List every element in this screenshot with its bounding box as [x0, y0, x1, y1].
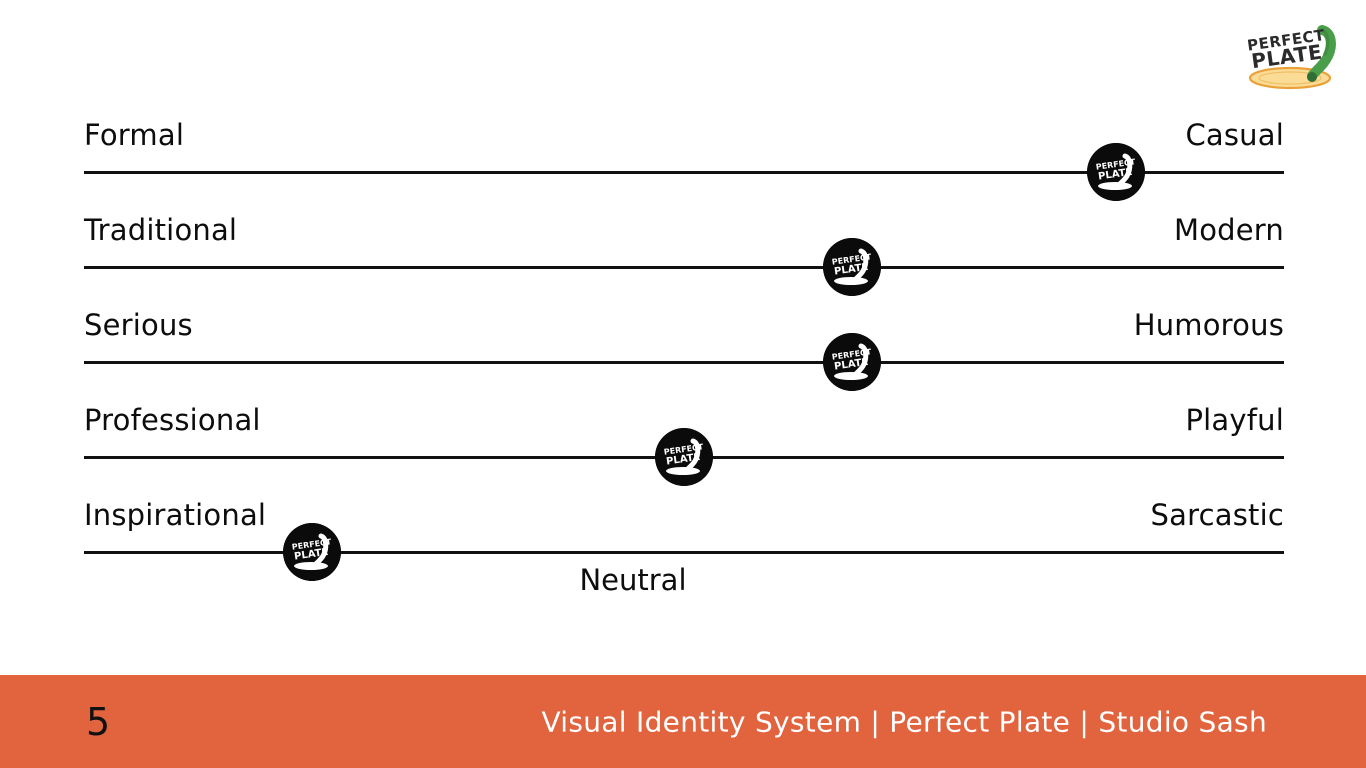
svg-text:PLATE: PLATE	[666, 452, 702, 468]
perfect-plate-badge-icon: PERFECT PLATE	[283, 523, 341, 581]
slider-label-left-traditional: Traditional	[84, 213, 238, 247]
perfect-plate-badge-icon: PERFECT PLATE	[655, 428, 713, 486]
perfect-plate-logo-icon: PERFECT PLATE	[1246, 25, 1336, 90]
tone-slider-stack: Formal Casual PERFECT PLATE Traditional	[84, 104, 1284, 581]
slider-labels-formal-casual: Formal Casual	[84, 104, 1284, 150]
slider-row-traditional-modern: Traditional Modern PERFECT PLATE	[84, 199, 1284, 296]
slider-label-left-serious: Serious	[84, 308, 193, 342]
slider-track-wrap-formal-casual[interactable]: PERFECT PLATE	[84, 143, 1284, 201]
slider-label-right-humorous: Humorous	[1133, 308, 1284, 342]
slider-label-right-sarcastic: Sarcastic	[1150, 498, 1284, 532]
slider-track-wrap-serious-humorous[interactable]: PERFECT PLATE	[84, 333, 1284, 391]
slider-row-inspirational-sarcastic: Inspirational Sarcastic PERFECT PLATE	[84, 484, 1284, 581]
slider-track-formal-casual	[84, 171, 1284, 174]
slider-label-left-formal: Formal	[84, 118, 185, 152]
neutral-caption: Neutral	[0, 563, 1366, 597]
slider-track-traditional-modern	[84, 266, 1284, 269]
slider-label-right-modern: Modern	[1173, 213, 1284, 247]
slider-handle-traditional-modern[interactable]: PERFECT PLATE	[823, 238, 881, 296]
slider-handle-professional-playful[interactable]: PERFECT PLATE	[655, 428, 713, 486]
slider-label-right-playful: Playful	[1185, 403, 1284, 437]
slider-track-inspirational-sarcastic	[84, 551, 1284, 554]
slider-label-right-casual: Casual	[1185, 118, 1284, 152]
perfect-plate-badge-icon: PERFECT PLATE	[823, 238, 881, 296]
neutral-caption-text: Neutral	[579, 563, 687, 597]
brand-logo: PERFECT PLATE	[1236, 16, 1346, 94]
footer-caption: Visual Identity System | Perfect Plate |…	[541, 705, 1267, 738]
slider-labels-professional-playful: Professional Playful	[84, 389, 1284, 435]
slider-labels-inspirational-sarcastic: Inspirational Sarcastic	[84, 484, 1284, 530]
slider-track-wrap-professional-playful[interactable]: PERFECT PLATE	[84, 428, 1284, 486]
perfect-plate-badge-icon: PERFECT PLATE	[823, 333, 881, 391]
slider-labels-traditional-modern: Traditional Modern	[84, 199, 1284, 245]
footer-bar: 5 Visual Identity System | Perfect Plate…	[0, 675, 1366, 768]
slider-handle-inspirational-sarcastic[interactable]: PERFECT PLATE	[283, 523, 341, 581]
slider-label-left-professional: Professional	[84, 403, 261, 437]
slider-track-wrap-inspirational-sarcastic[interactable]: PERFECT PLATE	[84, 523, 1284, 581]
page-number: 5	[86, 699, 111, 744]
svg-text:PLATE: PLATE	[1098, 167, 1134, 183]
slider-handle-formal-casual[interactable]: PERFECT PLATE	[1087, 143, 1145, 201]
slider-row-serious-humorous: Serious Humorous PERFECT PLATE	[84, 294, 1284, 391]
perfect-plate-badge-icon: PERFECT PLATE	[1087, 143, 1145, 201]
slider-labels-serious-humorous: Serious Humorous	[84, 294, 1284, 340]
svg-text:PLATE: PLATE	[834, 357, 870, 373]
slider-track-serious-humorous	[84, 361, 1284, 364]
slider-handle-serious-humorous[interactable]: PERFECT PLATE	[823, 333, 881, 391]
slider-label-left-inspirational: Inspirational	[84, 498, 267, 532]
slider-row-professional-playful: Professional Playful PERFECT PLATE	[84, 389, 1284, 486]
slider-track-wrap-traditional-modern[interactable]: PERFECT PLATE	[84, 238, 1284, 296]
svg-text:PLATE: PLATE	[294, 547, 330, 563]
slider-row-formal-casual: Formal Casual PERFECT PLATE	[84, 104, 1284, 201]
svg-text:PLATE: PLATE	[834, 262, 870, 278]
